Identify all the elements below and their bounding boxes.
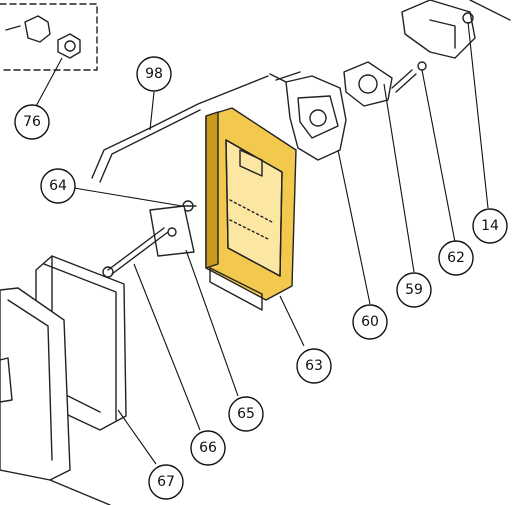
- callout-98: 98: [136, 56, 172, 92]
- svg-text:14: 14: [481, 218, 499, 234]
- air-cleaner-cover-part: [0, 287, 111, 505]
- bolt-part: [391, 61, 427, 93]
- callout-63: 63: [296, 348, 332, 384]
- carburetor-part: [269, 71, 347, 161]
- long-bolt-part: [102, 227, 169, 278]
- svg-text:67: 67: [157, 474, 175, 490]
- callout-14: 14: [472, 208, 508, 244]
- svg-text:59: 59: [405, 282, 423, 298]
- intake-manifold-part: [401, 0, 511, 59]
- gasket-part: [343, 61, 393, 107]
- svg-text:76: 76: [23, 114, 41, 130]
- callout-62: 62: [438, 240, 474, 276]
- bracket-part: [149, 205, 195, 257]
- leader-lines: [33, 21, 489, 465]
- inset-detail-box: [0, 3, 98, 71]
- callout-60: 60: [352, 304, 388, 340]
- callout-64: 64: [40, 168, 76, 204]
- svg-text:64: 64: [49, 178, 67, 194]
- svg-text:63: 63: [305, 358, 323, 374]
- svg-text:60: 60: [361, 314, 379, 330]
- callout-65: 65: [228, 396, 264, 432]
- callout-66: 66: [190, 430, 226, 466]
- air-cleaner-base-highlighted: [205, 107, 297, 311]
- callout-67: 67: [148, 464, 184, 500]
- callout-59: 59: [396, 272, 432, 308]
- callout-76: 76: [14, 104, 50, 140]
- svg-text:98: 98: [145, 66, 163, 82]
- svg-text:62: 62: [447, 250, 465, 266]
- svg-text:65: 65: [237, 406, 255, 422]
- svg-text:66: 66: [199, 440, 217, 456]
